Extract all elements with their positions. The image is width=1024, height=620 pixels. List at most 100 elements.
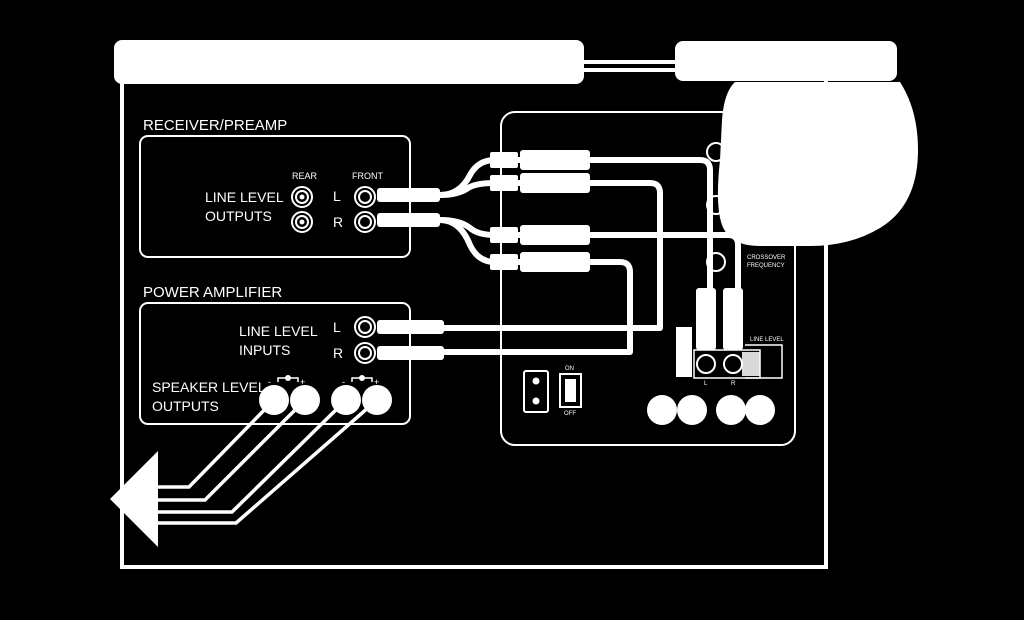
y-adapter-couplers bbox=[490, 150, 590, 272]
cable bbox=[439, 180, 663, 331]
sub-jack-l-icon bbox=[696, 354, 716, 374]
speaker-wires bbox=[157, 398, 379, 525]
rear-label: REAR bbox=[292, 171, 318, 181]
speaker-terminal-icon bbox=[647, 395, 677, 425]
rca-jack-icon bbox=[354, 316, 376, 338]
outer-frame bbox=[120, 60, 828, 569]
receiver-plugs bbox=[377, 188, 440, 227]
coupler-icon bbox=[520, 150, 590, 170]
receiver-outputs-line1: LINE LEVEL bbox=[205, 189, 284, 205]
sub-jack-l-label: L bbox=[704, 381, 708, 387]
sub-jack-r-icon bbox=[723, 354, 743, 374]
amp-inputs-line1: LINE LEVEL bbox=[239, 323, 318, 339]
rca-plug-icon bbox=[377, 346, 444, 360]
rca-jack-icon bbox=[354, 342, 376, 364]
speaker-wire bbox=[157, 398, 379, 525]
rca-plug-icon bbox=[723, 288, 743, 350]
coupler-icon bbox=[490, 254, 518, 270]
speaker-terminal-icon bbox=[716, 395, 746, 425]
speaker-minus-1: - bbox=[268, 377, 271, 387]
rca-jack-icon bbox=[354, 186, 376, 208]
power-switch[interactable] bbox=[559, 373, 582, 408]
sub-plugs bbox=[696, 288, 743, 350]
receiver-l-label: L bbox=[333, 188, 341, 204]
crossover-label-2: FREQUENCY bbox=[747, 263, 785, 269]
speaker-terminal-icon bbox=[290, 385, 320, 415]
rear-rca-jacks bbox=[291, 186, 313, 233]
coupler-icon bbox=[520, 173, 590, 193]
sub-speaker-terminals bbox=[647, 395, 775, 425]
rca-jack-icon bbox=[358, 215, 372, 229]
cable bbox=[439, 157, 713, 300]
sub-line-level-label: LINE LEVEL bbox=[750, 337, 784, 343]
rca-jack-icon bbox=[354, 211, 376, 233]
amp-inputs-line2: INPUTS bbox=[239, 342, 290, 358]
rca-jack-icon bbox=[299, 194, 305, 200]
receiver-r-label: R bbox=[333, 214, 343, 230]
amp-l-label: L bbox=[333, 319, 341, 335]
rca-plug-icon bbox=[696, 288, 716, 350]
receiver-title: RECEIVER/PREAMP bbox=[143, 117, 287, 134]
speaker-level-line2: OUTPUTS bbox=[152, 398, 219, 414]
line-level-bracket bbox=[745, 344, 783, 379]
crossover-label-1: CROSSOVER bbox=[747, 255, 786, 261]
top-bar-left bbox=[114, 40, 584, 84]
terminal-bracket-icon bbox=[359, 375, 365, 381]
coupler-icon bbox=[490, 175, 518, 191]
sub-jack-shading bbox=[742, 352, 760, 376]
speaker-wire bbox=[157, 398, 348, 514]
speaker-plus-2: + bbox=[374, 377, 379, 387]
rca-jack-icon bbox=[295, 215, 309, 229]
amp-r-label: R bbox=[333, 345, 343, 361]
rca-plug-icon bbox=[377, 213, 440, 227]
speaker-terminal-icon bbox=[331, 385, 361, 415]
amplifier-box bbox=[139, 302, 411, 425]
rca-jack-icon bbox=[299, 219, 305, 225]
power-switch-rocker bbox=[565, 379, 576, 402]
cable bbox=[439, 217, 741, 300]
coupler-icon bbox=[520, 252, 590, 272]
speaker-minus-2: - bbox=[342, 377, 345, 387]
switch-on-label: ON bbox=[565, 366, 574, 372]
switch-off-label: OFF bbox=[564, 411, 576, 417]
receiver-outputs-line2: OUTPUTS bbox=[205, 208, 272, 224]
front-rca-jacks bbox=[354, 186, 376, 233]
coupler-icon bbox=[490, 227, 518, 243]
speaker-terminal-icon bbox=[677, 395, 707, 425]
coupler-icon bbox=[520, 225, 590, 245]
amplifier-title: POWER AMPLIFIER bbox=[143, 284, 282, 301]
speaker-wire bbox=[157, 398, 276, 489]
power-socket-icon bbox=[532, 397, 540, 405]
speaker-terminal-icon bbox=[259, 385, 289, 415]
speaker-terminal-icon bbox=[362, 385, 392, 415]
arrow-icon bbox=[110, 451, 158, 547]
coupler-icon bbox=[490, 152, 518, 168]
speaker-plus-1: + bbox=[300, 377, 305, 387]
speaker-terminals bbox=[259, 385, 392, 415]
rca-jack-icon bbox=[358, 346, 372, 360]
rca-plug-icon bbox=[377, 188, 440, 202]
speaker-level-line1: SPEAKER LEVEL bbox=[152, 379, 266, 395]
speaker-terminal-icon bbox=[745, 395, 775, 425]
amp-plugs bbox=[377, 320, 444, 360]
rca-cables bbox=[439, 157, 741, 355]
front-label: FRONT bbox=[352, 171, 383, 181]
rca-jack-icon bbox=[358, 190, 372, 204]
terminal-bracket-icon bbox=[285, 375, 291, 381]
subwoofer-panel bbox=[500, 111, 796, 446]
top-bar-right bbox=[675, 41, 897, 81]
rca-jack-icon bbox=[291, 186, 313, 208]
cable bbox=[439, 217, 633, 355]
subwoofer-shape bbox=[717, 82, 918, 246]
rca-plug-icon bbox=[377, 320, 444, 334]
amp-input-jacks bbox=[354, 316, 376, 364]
power-socket-icon bbox=[532, 377, 540, 385]
rca-jack-icon bbox=[291, 211, 313, 233]
rca-jack-icon bbox=[295, 190, 309, 204]
rca-jack-icon bbox=[358, 320, 372, 334]
power-socket-icon bbox=[523, 370, 549, 413]
sub-jack-r-label: R bbox=[731, 381, 736, 387]
speaker-wire bbox=[157, 398, 307, 502]
